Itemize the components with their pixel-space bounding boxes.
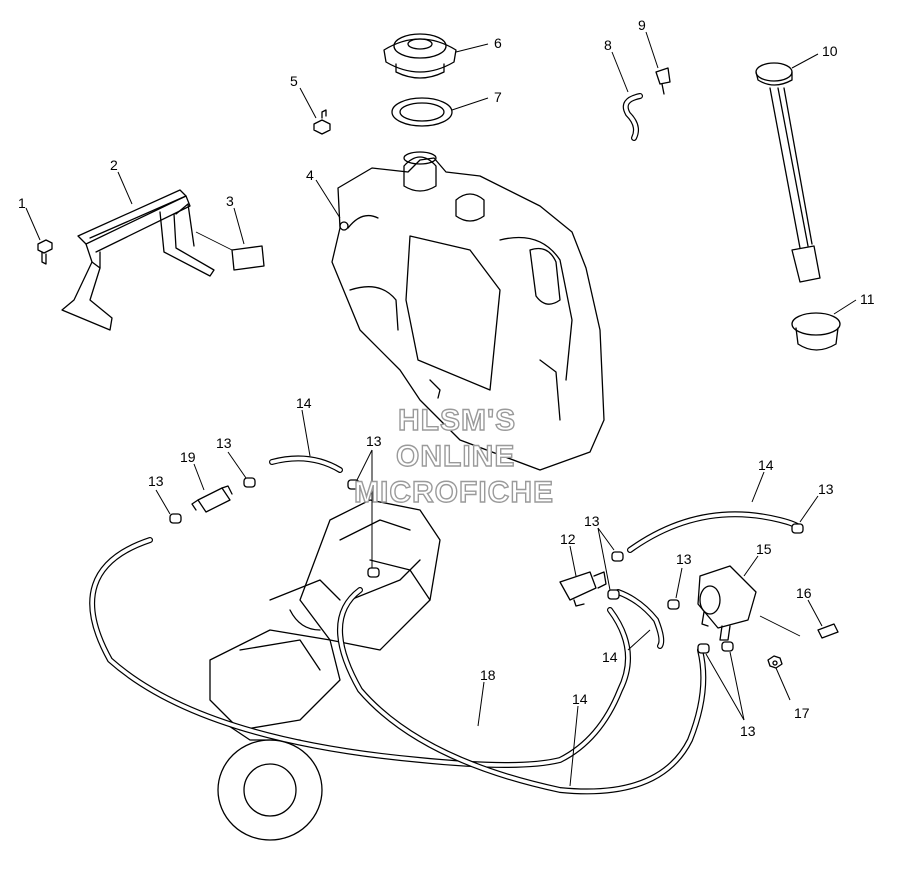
callout-14-d: 14 — [572, 691, 588, 707]
part-11-grommet — [791, 312, 841, 351]
callout-3: 3 — [226, 193, 234, 209]
callout-13-e: 13 — [676, 551, 692, 567]
callout-5: 5 — [290, 73, 298, 89]
callout-13-a: 13 — [148, 473, 164, 489]
watermark-line-1: HLSM'S — [398, 404, 516, 437]
callout-labels: 1 2 3 4 5 6 7 8 9 10 11 12 13 13 13 13 1… — [18, 17, 875, 739]
callout-16: 16 — [796, 585, 812, 601]
callout-14-c: 14 — [602, 649, 618, 665]
callout-6: 6 — [494, 35, 502, 51]
engine-chassis-sketch — [209, 499, 441, 841]
callout-2: 2 — [110, 157, 118, 173]
part-10-fuel-gauge — [755, 62, 821, 283]
callout-13-b: 13 — [216, 435, 232, 451]
part-7-gasket — [391, 97, 453, 127]
callout-15: 15 — [756, 541, 772, 557]
part-6-fuel-cap — [383, 33, 457, 79]
part-12-valve — [559, 571, 607, 607]
callout-10: 10 — [822, 43, 838, 59]
callout-14-b: 14 — [758, 457, 774, 473]
callout-13-d: 13 — [584, 513, 600, 529]
part-19-fuel-filter — [191, 485, 233, 513]
callout-1: 1 — [18, 195, 26, 211]
part-8-vent-hose — [622, 93, 643, 141]
callout-12: 12 — [560, 531, 576, 547]
callout-19: 19 — [180, 449, 196, 465]
part-1-bolt — [37, 239, 53, 265]
watermark-line-3: MICROFICHE — [354, 476, 554, 509]
part-16-bolt — [817, 623, 839, 639]
part-5-bolt — [313, 109, 331, 135]
callout-13-c: 13 — [366, 433, 382, 449]
callout-8: 8 — [604, 37, 612, 53]
part-4-fuel-tank — [331, 151, 605, 471]
callout-14-a: 14 — [296, 395, 312, 411]
callout-18: 18 — [480, 667, 496, 683]
callout-9: 9 — [638, 17, 646, 33]
callout-7: 7 — [494, 89, 502, 105]
callout-13-f: 13 — [818, 481, 834, 497]
part-2-bracket — [61, 189, 215, 331]
callout-11: 11 — [860, 291, 875, 307]
clamps — [169, 477, 804, 654]
part-15-fuel-pump — [697, 565, 757, 641]
part-3-pad — [195, 231, 265, 271]
watermark-line-2: ONLINE — [396, 440, 515, 473]
callout-4: 4 — [306, 167, 314, 183]
leader-lines — [25, 31, 857, 787]
part-9-vent-fitting — [655, 67, 671, 95]
part-17-nut — [767, 655, 783, 669]
callout-13-g: 13 — [740, 723, 756, 739]
watermark: HLSM'S ONLINE MICROFICHE — [353, 403, 554, 509]
callout-17: 17 — [794, 705, 810, 721]
